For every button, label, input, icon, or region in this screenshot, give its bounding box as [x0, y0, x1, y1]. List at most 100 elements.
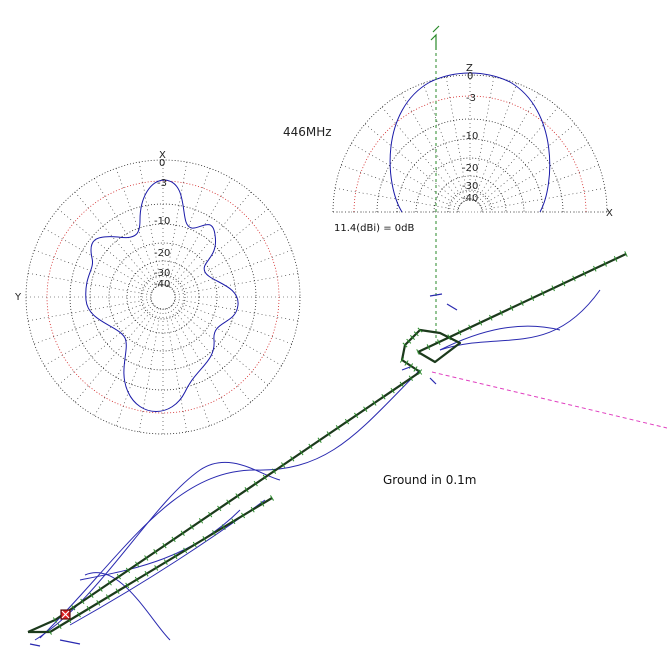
segment-tick — [478, 319, 483, 326]
current-curve — [79, 509, 241, 581]
azimuth-ring — [108, 242, 218, 352]
segment-tick — [509, 304, 514, 311]
elevation-pattern-trace — [389, 72, 551, 213]
elevation-spoke — [351, 143, 460, 207]
segment-tick — [381, 394, 386, 400]
segment-tick — [198, 518, 204, 524]
segment-tick — [208, 511, 213, 518]
elevation-spoke — [477, 106, 559, 204]
elevation-pattern-plot: Z X 0 -3 -10 -20 -30 -40 — [332, 63, 613, 219]
frequency-label: 446MHz — [283, 125, 332, 139]
elevation-spoke — [445, 77, 469, 201]
segment-tick — [76, 611, 81, 618]
current-curve — [84, 572, 171, 641]
azimuth-spoke — [174, 298, 298, 322]
azimuth-pattern-trace — [85, 179, 239, 412]
segment-tick — [447, 334, 451, 341]
azimuth-ring-label-40: -40 — [154, 279, 170, 290]
load-markers — [29, 293, 458, 647]
segment-tick — [71, 604, 76, 611]
azimuth-spoke — [174, 300, 292, 345]
azimuth-spoke — [44, 302, 153, 366]
azimuth-spoke — [173, 228, 282, 292]
elevation-spoke — [422, 83, 467, 201]
segment-tick — [399, 357, 405, 363]
azimuth-spoke — [115, 308, 160, 426]
segment-tick — [163, 559, 168, 565]
segment-tick — [290, 456, 295, 462]
segment-tick — [96, 600, 101, 606]
elevation-spoke — [471, 77, 495, 201]
segment-tick — [52, 617, 58, 623]
current-curve — [439, 289, 601, 351]
azimuth-spoke — [57, 208, 155, 290]
elevation-ring-label-3: -3 — [466, 93, 476, 104]
segment-tick — [144, 570, 149, 577]
segment-tick — [226, 499, 231, 505]
azimuth-spoke — [166, 308, 211, 426]
segment-tick — [183, 547, 188, 554]
segment-tick — [372, 400, 377, 406]
segment-tick — [153, 549, 158, 555]
segment-tick — [317, 437, 322, 443]
segment-tick — [57, 623, 62, 630]
azimuth-spoke — [34, 300, 152, 345]
segment-tick — [125, 567, 131, 574]
antenna-model — [27, 25, 667, 647]
segment-tick — [116, 573, 121, 580]
segment-tick — [406, 338, 412, 344]
azimuth-spoke — [28, 298, 152, 322]
elevation-x-axis-label: X — [606, 208, 613, 219]
azimuth-y-axis-label: Y — [14, 292, 22, 303]
azimuth-spoke — [138, 308, 162, 432]
azimuth-spoke — [173, 302, 282, 366]
segment-tick — [399, 381, 404, 388]
azimuth-spoke — [34, 249, 152, 294]
segment-tick — [404, 360, 409, 366]
segment-tick — [457, 329, 462, 336]
segment-tick — [115, 588, 120, 595]
azimuth-spoke — [168, 307, 232, 416]
segment-tick — [241, 512, 246, 519]
azimuth-spoke — [28, 272, 152, 296]
segment-tick — [250, 506, 255, 513]
segment-tick — [413, 331, 419, 337]
elevation-ring — [433, 175, 507, 213]
elevation-ring-label-40: -40 — [462, 193, 478, 204]
segment-tick — [335, 425, 340, 431]
segment-tick — [260, 500, 265, 507]
segment-tick — [299, 449, 304, 456]
azimuth-ring — [140, 274, 186, 320]
segment-tick — [105, 594, 110, 600]
segment-tick — [89, 592, 94, 598]
azimuth-spoke — [94, 178, 158, 287]
elevation-spoke — [481, 164, 599, 209]
elevation-ring — [415, 157, 525, 213]
ground-ray-line — [431, 371, 667, 429]
azimuth-spoke — [171, 208, 269, 290]
segment-tick — [410, 335, 415, 340]
azimuth-spoke — [57, 304, 155, 386]
segment-tick — [231, 518, 236, 525]
azimuth-ring-label-20: -20 — [154, 248, 170, 259]
azimuth-spoke — [44, 228, 153, 292]
segment-tick — [212, 530, 217, 536]
elevation-ring-label-0: 0 — [467, 71, 473, 82]
azimuth-spoke — [168, 178, 232, 287]
segment-tick — [582, 270, 587, 277]
segment-tick — [413, 366, 418, 372]
azimuth-spoke — [170, 305, 252, 403]
segment-tick — [134, 576, 139, 583]
segment-tick — [593, 265, 597, 272]
segment-tick — [603, 260, 607, 267]
elevation-spoke — [481, 187, 605, 211]
azimuth-ring-label-30: -30 — [154, 268, 170, 279]
segment-tick — [561, 280, 566, 287]
segment-tick — [270, 495, 274, 501]
azimuth-spoke — [74, 305, 156, 403]
azimuth-spoke — [138, 162, 162, 286]
segment-tick — [363, 406, 368, 412]
azimuth-spoke — [74, 191, 156, 289]
segment-tick — [426, 344, 431, 351]
azimuth-grid — [25, 159, 301, 435]
